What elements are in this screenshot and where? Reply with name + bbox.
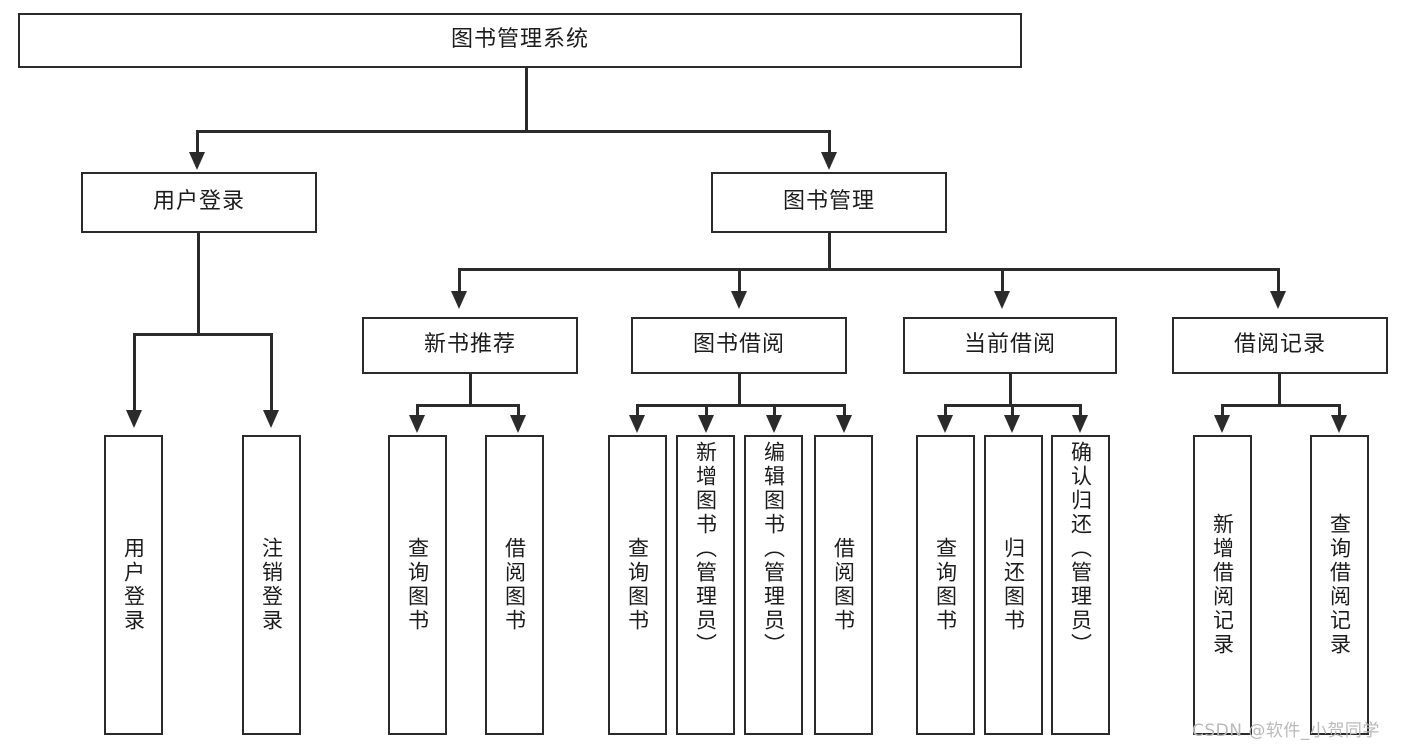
- arrow-borrow-record-to-leaf-1: [1214, 415, 1230, 433]
- arrow-book-manage-to-borrow-record: [1270, 291, 1286, 309]
- leaf-borrow-book-2-label: 借阅图书: [831, 537, 856, 633]
- edge-new-book-rec-to-leaf-2: [517, 404, 520, 420]
- node-user-login-label: 用户登录: [152, 189, 245, 215]
- leaf-query-book-1[interactable]: 查询图书: [388, 435, 447, 735]
- leaf-return-book-label: 归还图书: [1001, 537, 1026, 633]
- node-new-book-rec[interactable]: 新书推荐: [362, 317, 578, 374]
- arrow-root-to-book-manage: [821, 152, 837, 170]
- node-book-borrow-label: 图书借阅: [692, 332, 785, 358]
- leaf-user-logout[interactable]: 注销登录: [242, 435, 301, 735]
- edge-current-borrow-to-leaf-3: [1079, 404, 1082, 420]
- arrow-user-login-to-leaf-2: [263, 410, 279, 428]
- leaf-user-login-label: 用户登录: [121, 537, 146, 633]
- node-root-label: 图书管理系统: [450, 27, 589, 53]
- edge-new-book-rec-stem: [469, 374, 472, 406]
- leaf-add-book-label: 新增图书（管理员）: [693, 441, 718, 657]
- leaf-query-record[interactable]: 查询借阅记录: [1310, 435, 1369, 735]
- leaf-return-book[interactable]: 归还图书: [984, 435, 1043, 735]
- edge-book-manage-to-current-borrow: [1001, 268, 1004, 294]
- leaf-add-record[interactable]: 新增借阅记录: [1193, 435, 1252, 735]
- node-new-book-rec-label: 新书推荐: [423, 332, 516, 358]
- arrow-book-manage-to-book-borrow: [731, 291, 747, 309]
- leaf-user-logout-label: 注销登录: [259, 537, 284, 633]
- arrow-current-borrow-to-leaf-3: [1072, 415, 1088, 433]
- edge-current-borrow-stem: [1009, 374, 1012, 406]
- node-root[interactable]: 图书管理系统: [18, 13, 1022, 68]
- leaf-confirm-return-label: 确认归还（管理员）: [1068, 441, 1093, 657]
- edge-current-borrow-to-leaf-2: [1011, 404, 1014, 420]
- leaf-confirm-return[interactable]: 确认归还（管理员）: [1051, 435, 1110, 735]
- edge-book-borrow-to-leaf-2: [705, 404, 708, 420]
- leaf-borrow-book-1-label: 借阅图书: [502, 537, 527, 633]
- leaf-query-book-3-label: 查询图书: [933, 537, 958, 633]
- edge-root-to-book-manage: [828, 130, 831, 156]
- edge-user-login-bar: [133, 333, 273, 336]
- edge-root-bar: [196, 130, 831, 133]
- edge-book-manage-to-new-book-rec: [458, 268, 461, 294]
- arrow-root-to-user-login: [189, 152, 205, 170]
- edge-book-manage-bar: [458, 268, 1280, 271]
- edge-book-borrow-to-leaf-4: [843, 404, 846, 420]
- edge-book-borrow-stem: [738, 374, 741, 406]
- leaf-query-book-3[interactable]: 查询图书: [916, 435, 975, 735]
- edge-user-login-stem: [197, 233, 200, 335]
- arrow-book-borrow-to-leaf-3: [766, 415, 782, 433]
- edge-borrow-record-bar: [1221, 404, 1341, 407]
- edge-user-login-to-leaf-2: [270, 333, 273, 413]
- edge-borrow-record-stem: [1278, 374, 1281, 406]
- edge-new-book-rec-to-leaf-1: [416, 404, 419, 420]
- leaf-borrow-book-1[interactable]: 借阅图书: [485, 435, 544, 735]
- edge-book-manage-to-book-borrow: [738, 268, 741, 294]
- leaf-query-record-label: 查询借阅记录: [1327, 513, 1352, 657]
- edge-book-manage-stem: [828, 233, 831, 270]
- arrow-current-borrow-to-leaf-2: [1004, 415, 1020, 433]
- node-borrow-record-label: 借阅记录: [1233, 332, 1326, 358]
- edge-root-to-user-login: [196, 130, 199, 156]
- leaf-edit-book-label: 编辑图书（管理员）: [761, 441, 786, 657]
- edge-user-login-to-leaf-1: [133, 333, 136, 413]
- arrow-new-book-rec-to-leaf-1: [409, 415, 425, 433]
- arrow-book-manage-to-current-borrow: [994, 291, 1010, 309]
- arrow-current-borrow-to-leaf-1: [937, 415, 953, 433]
- node-book-manage[interactable]: 图书管理: [711, 172, 947, 233]
- arrow-book-borrow-to-leaf-4: [836, 415, 852, 433]
- leaf-query-book-2-label: 查询图书: [625, 537, 650, 633]
- node-book-manage-label: 图书管理: [782, 189, 875, 215]
- edge-current-borrow-to-leaf-1: [944, 404, 947, 420]
- arrow-new-book-rec-to-leaf-2: [510, 415, 526, 433]
- edge-book-manage-to-borrow-record: [1277, 268, 1280, 294]
- leaf-edit-book[interactable]: 编辑图书（管理员）: [744, 435, 803, 735]
- leaf-user-login[interactable]: 用户登录: [104, 435, 163, 735]
- edge-new-book-rec-bar: [416, 404, 520, 407]
- edge-root-stem: [525, 68, 528, 132]
- edge-borrow-record-to-leaf-1: [1221, 404, 1224, 420]
- edge-book-borrow-to-leaf-3: [773, 404, 776, 420]
- leaf-query-book-1-label: 查询图书: [405, 537, 430, 633]
- leaf-add-book[interactable]: 新增图书（管理员）: [676, 435, 735, 735]
- edge-book-borrow-to-leaf-1: [636, 404, 639, 420]
- edge-book-borrow-bar: [636, 404, 846, 407]
- node-current-borrow[interactable]: 当前借阅: [903, 317, 1117, 374]
- arrow-borrow-record-to-leaf-2: [1331, 415, 1347, 433]
- node-current-borrow-label: 当前借阅: [963, 332, 1056, 358]
- leaf-query-book-2[interactable]: 查询图书: [608, 435, 667, 735]
- csdn-watermark: CSDN @软件_小贺同学: [1192, 721, 1380, 741]
- edge-borrow-record-to-leaf-2: [1338, 404, 1341, 420]
- arrow-user-login-to-leaf-1: [126, 410, 142, 428]
- node-book-borrow[interactable]: 图书借阅: [631, 317, 847, 374]
- node-user-login[interactable]: 用户登录: [81, 172, 317, 233]
- leaf-add-record-label: 新增借阅记录: [1210, 513, 1235, 657]
- node-borrow-record[interactable]: 借阅记录: [1172, 317, 1388, 374]
- arrow-book-manage-to-new-book-rec: [451, 291, 467, 309]
- arrow-book-borrow-to-leaf-2: [698, 415, 714, 433]
- arrow-book-borrow-to-leaf-1: [629, 415, 645, 433]
- leaf-borrow-book-2[interactable]: 借阅图书: [814, 435, 873, 735]
